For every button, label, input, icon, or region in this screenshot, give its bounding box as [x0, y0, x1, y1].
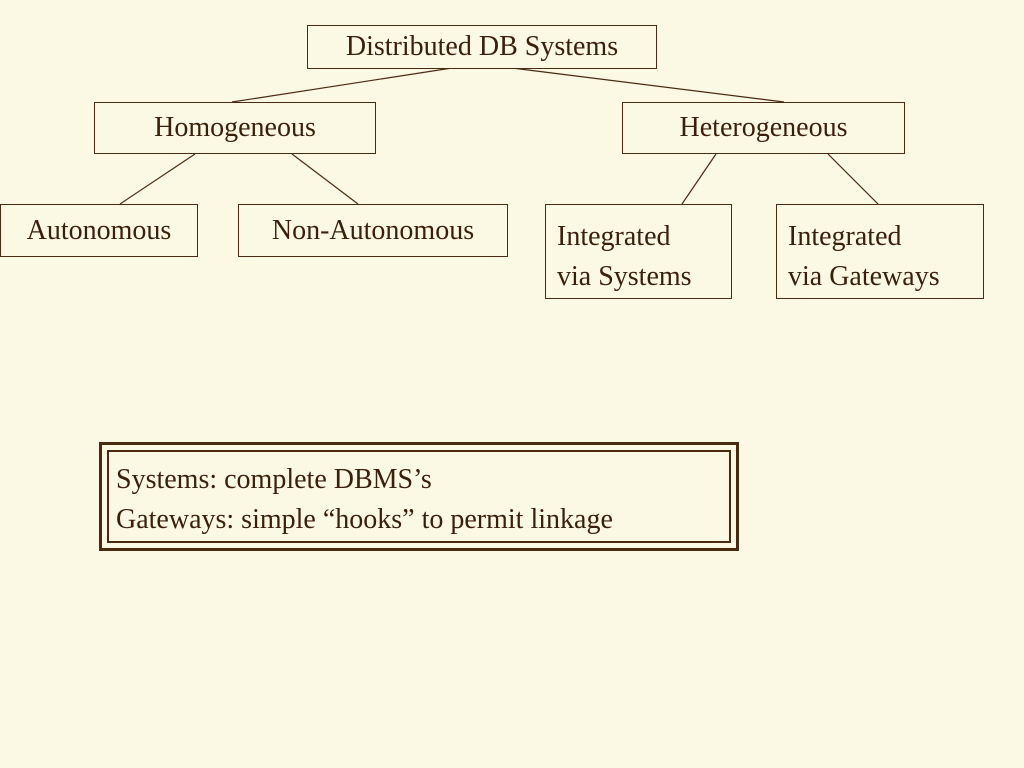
note-line-gateways: Gateways: simple “hooks” to permit linka…	[116, 504, 613, 535]
autonomous-node: Autonomous	[0, 204, 198, 257]
integrated-systems-node: Integrated via Systems	[545, 204, 732, 299]
homogeneous-node: Homogeneous	[94, 102, 376, 154]
definition-note-inner: Systems: complete DBMS’s Gateways: simpl…	[107, 450, 731, 543]
integrated-gateways-line1: Integrated	[788, 221, 902, 252]
non-autonomous-node: Non-Autonomous	[238, 204, 508, 257]
integrated-systems-line2: via Systems	[557, 261, 692, 292]
connector-heterogeneous-systems	[681, 153, 717, 205]
note-line-systems: Systems: complete DBMS’s	[116, 464, 432, 495]
heterogeneous-label: Heterogeneous	[679, 112, 848, 143]
non-autonomous-label: Non-Autonomous	[271, 214, 475, 246]
heterogeneous-node: Heterogeneous	[622, 102, 905, 154]
connector-homogeneous-autonomous	[119, 153, 196, 205]
root-label: Distributed DB Systems	[345, 31, 619, 62]
connector-root-homogeneous	[231, 67, 453, 103]
homogeneous-label: Homogeneous	[154, 112, 316, 143]
integrated-gateways-line2: via Gateways	[788, 261, 940, 292]
definition-note: Systems: complete DBMS’s Gateways: simpl…	[99, 442, 739, 551]
connector-heterogeneous-gateways	[827, 153, 879, 205]
integrated-gateways-node: Integrated via Gateways	[776, 204, 984, 299]
autonomous-label: Autonomous	[26, 214, 172, 246]
connector-homogeneous-nonautonomous	[291, 153, 359, 205]
root-node: Distributed DB Systems	[307, 25, 657, 69]
connector-root-heterogeneous	[511, 67, 785, 103]
integrated-systems-line1: Integrated	[557, 221, 671, 252]
